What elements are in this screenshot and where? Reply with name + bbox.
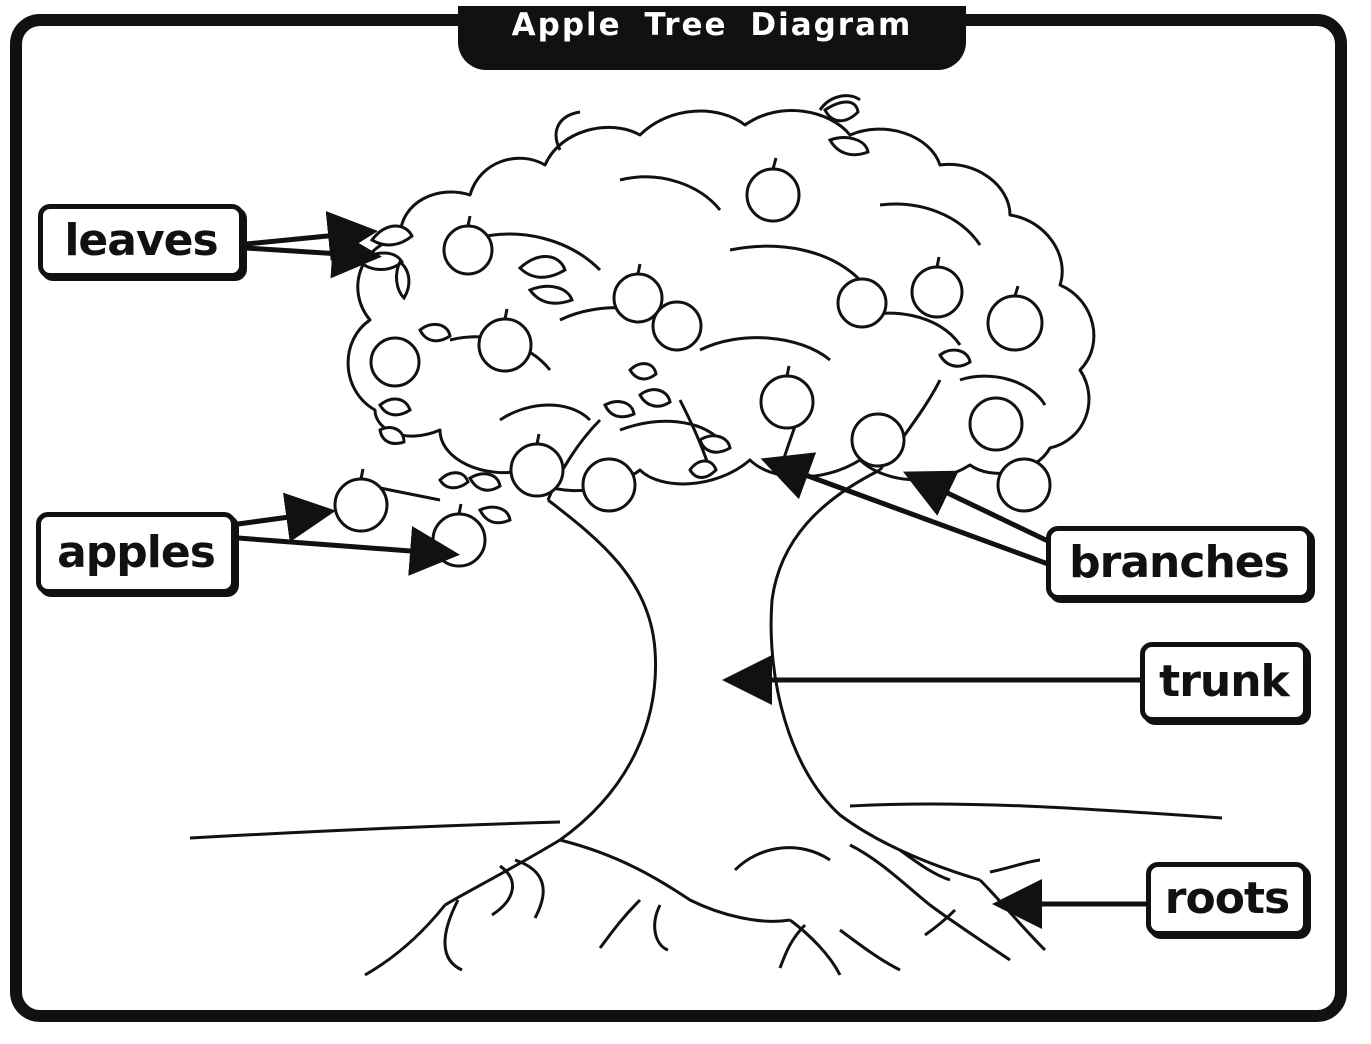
label-leaves: leaves bbox=[38, 204, 244, 278]
leaves-arrow-lower bbox=[246, 248, 372, 256]
apple bbox=[912, 267, 962, 317]
label-leaves-text: leaves bbox=[64, 219, 217, 263]
apple bbox=[444, 226, 492, 274]
leaf bbox=[470, 474, 500, 490]
leaf bbox=[825, 102, 858, 121]
apple bbox=[838, 279, 886, 327]
leaf bbox=[420, 324, 450, 340]
leaf bbox=[380, 399, 410, 415]
apple bbox=[970, 398, 1022, 450]
leaves-arrow-upper bbox=[246, 232, 368, 244]
leaf bbox=[397, 262, 409, 298]
apple bbox=[371, 338, 419, 386]
apple bbox=[998, 459, 1050, 511]
leaf bbox=[940, 350, 970, 366]
leaf bbox=[690, 461, 716, 478]
leaf bbox=[530, 286, 572, 303]
label-branches: branches bbox=[1046, 526, 1312, 600]
leaf bbox=[700, 436, 730, 452]
apple bbox=[988, 296, 1042, 350]
label-trunk-text: trunk bbox=[1159, 660, 1289, 704]
apple bbox=[479, 319, 531, 371]
label-trunk: trunk bbox=[1140, 642, 1308, 722]
label-roots-text: roots bbox=[1165, 877, 1289, 921]
leaf bbox=[605, 402, 634, 417]
apple bbox=[761, 376, 813, 428]
apple bbox=[335, 479, 387, 531]
label-apples-text: apples bbox=[57, 531, 215, 575]
label-apples: apples bbox=[36, 512, 236, 594]
apples-arrow-upper bbox=[238, 512, 326, 524]
label-roots: roots bbox=[1146, 862, 1308, 936]
apple bbox=[433, 514, 485, 566]
leaf bbox=[380, 428, 404, 444]
tree-roots bbox=[365, 840, 1045, 975]
label-branches-text: branches bbox=[1069, 541, 1289, 585]
apple bbox=[852, 414, 904, 466]
leaf bbox=[630, 364, 656, 379]
leaf bbox=[520, 256, 565, 277]
ground-line bbox=[190, 804, 1222, 838]
leaf bbox=[372, 226, 412, 245]
apple bbox=[747, 169, 799, 221]
leaf bbox=[440, 473, 468, 488]
apple bbox=[653, 302, 701, 350]
apple bbox=[511, 444, 563, 496]
tree-trunk bbox=[445, 470, 980, 905]
leaf bbox=[480, 507, 510, 523]
leaf bbox=[640, 390, 670, 407]
apples-group bbox=[335, 169, 1050, 566]
leaf bbox=[830, 138, 868, 155]
apple bbox=[583, 459, 635, 511]
apples-arrow-lower bbox=[238, 538, 450, 554]
